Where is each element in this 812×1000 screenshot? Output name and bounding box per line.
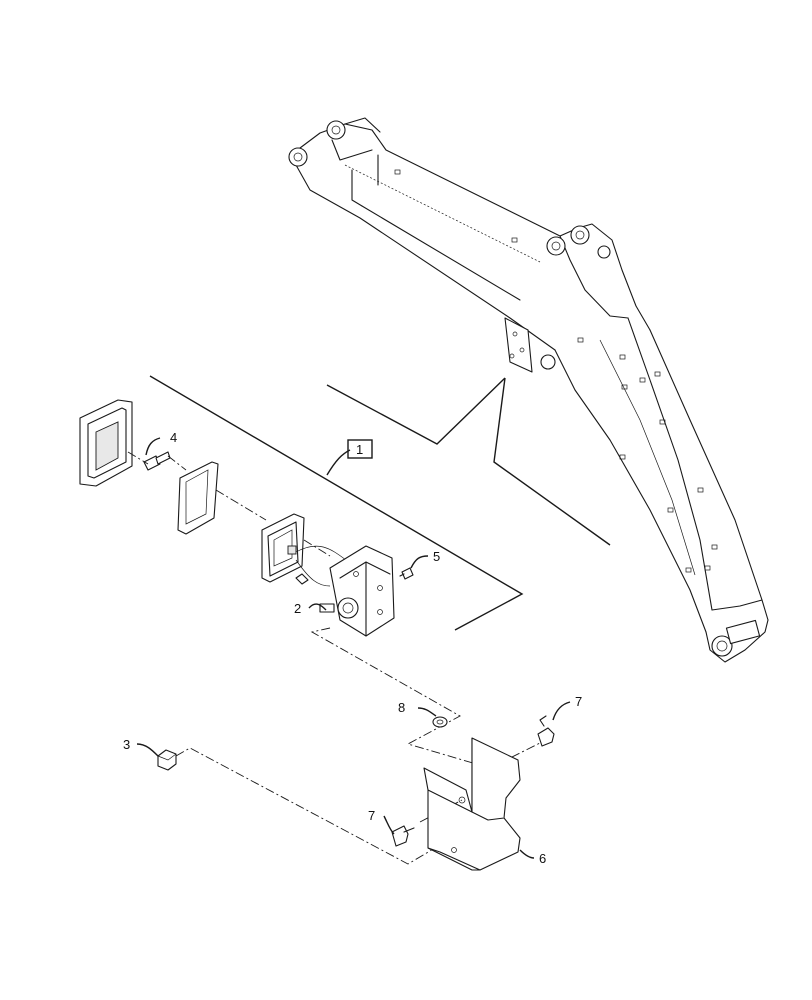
leader-lines [136, 437, 571, 859]
callout-3: 3 [123, 737, 130, 752]
bolt-7-upper [537, 715, 555, 747]
nut-3 [157, 749, 177, 771]
callout-2: 2 [294, 601, 301, 616]
lamp-body [319, 545, 395, 637]
callout-7-lower: 7 [368, 808, 375, 823]
light-gasket [177, 461, 219, 535]
boom-arm [288, 117, 769, 663]
light-housing [261, 513, 305, 583]
light-lens [79, 399, 133, 487]
screw-5 [399, 567, 414, 580]
callout-1: 1 [356, 442, 363, 457]
washer-8 [432, 716, 448, 728]
callout-4: 4 [170, 430, 177, 445]
work-light-assembly [79, 399, 414, 637]
assembly-frame [149, 375, 611, 631]
screw-4 [143, 451, 171, 471]
callout-6: 6 [539, 851, 546, 866]
callout-8: 8 [398, 700, 405, 715]
mounting-bracket [423, 737, 521, 871]
callout-box-1 [347, 439, 373, 459]
callout-5: 5 [433, 549, 440, 564]
bolt-7-lower [391, 825, 415, 847]
callout-7-upper: 7 [575, 694, 582, 709]
